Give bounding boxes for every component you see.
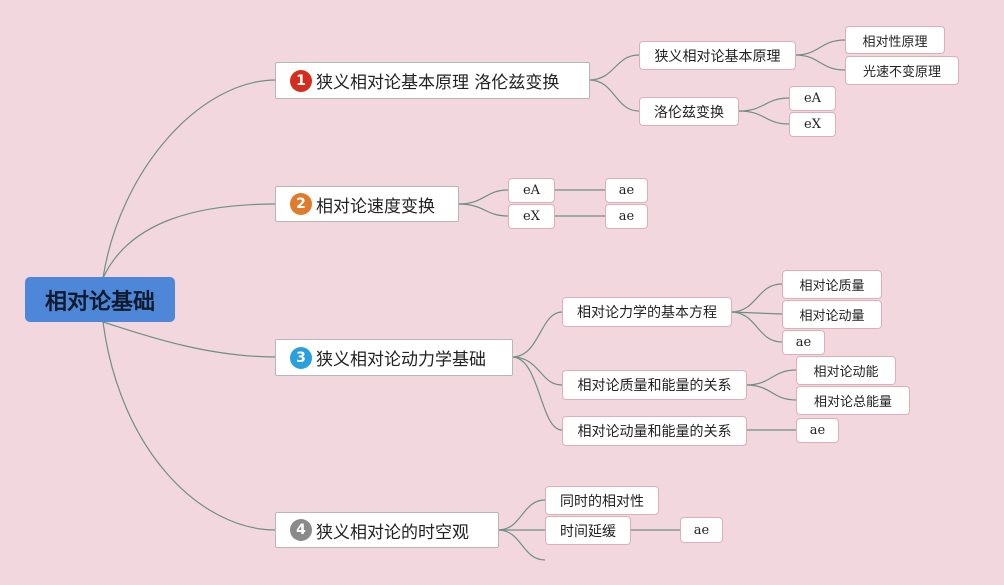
- subtopic-3-2-label: 相对论质量和能量的关系: [577, 378, 732, 394]
- leaf-2-2-1[interactable]: ae: [605, 204, 648, 229]
- leaf-2-1-1-label: ae: [618, 183, 635, 198]
- number-2-icon: 2: [290, 193, 312, 215]
- leaf-3-2-2[interactable]: 相对论总能量: [796, 386, 910, 415]
- branch-topic-4[interactable]: 4 狭义相对论的时空观: [275, 512, 499, 548]
- subtopic-4-2-label: 时间延缓: [560, 523, 616, 540]
- subtopic-1-2-label: 洛伦兹变换: [654, 104, 724, 121]
- leaf-3-1-3-label: ae: [795, 335, 812, 350]
- number-3-icon: 3: [290, 346, 312, 369]
- subtopic-4-1-label: 同时的相对性: [560, 493, 644, 510]
- branch-topic-3[interactable]: 3 狭义相对论动力学基础: [275, 339, 513, 376]
- leaf-3-2-1-label: 相对论动能: [813, 365, 879, 380]
- leaf-3-2-2-label: 相对论总能量: [813, 395, 892, 410]
- subtopic-3-1-label: 相对论力学的基本方程: [577, 305, 717, 321]
- subtopic-4-1[interactable]: 同时的相对性: [545, 486, 659, 515]
- branch-topic-2[interactable]: 2 相对论速度变换: [275, 186, 459, 222]
- leaf-3-3-1[interactable]: ae: [796, 418, 839, 443]
- leaf-3-1-3[interactable]: ae: [782, 330, 825, 355]
- branch-topic-2-label: 相对论速度变换: [316, 196, 435, 217]
- number-4-icon: 4: [290, 519, 312, 541]
- leaf-1-2-2[interactable]: eX: [789, 112, 836, 137]
- leaf-4-2-1-label: ae: [693, 522, 710, 538]
- leaf-4-2-1[interactable]: ae: [680, 517, 723, 543]
- subtopic-3-1[interactable]: 相对论力学的基本方程: [562, 297, 732, 327]
- subtopic-1-1-label: 狭义相对论基本原理: [654, 48, 781, 65]
- number-1-icon: 1: [290, 69, 312, 92]
- branch-topic-3-label: 狭义相对论动力学基础: [316, 350, 486, 370]
- leaf-1-1-1[interactable]: 相对性原理: [845, 26, 945, 54]
- leaf-3-1-1[interactable]: 相对论质量: [782, 270, 882, 299]
- subtopic-1-1[interactable]: 狭义相对论基本原理: [639, 41, 796, 70]
- leaf-1-1-2[interactable]: 光速不变原理: [845, 56, 959, 85]
- leaf-1-2-2-label: eX: [804, 117, 821, 132]
- branch-topic-1-label: 狭义相对论基本原理 洛伦兹变换: [316, 73, 560, 93]
- root-topic[interactable]: 相对论基础: [25, 277, 175, 322]
- leaf-1-2-1[interactable]: eA: [789, 86, 836, 111]
- subtopic-2-2-label: eX: [523, 209, 540, 224]
- subtopic-2-1-label: eA: [522, 183, 541, 198]
- subtopic-2-2[interactable]: eX: [508, 204, 555, 229]
- leaf-3-3-1-label: ae: [809, 423, 826, 438]
- subtopic-3-3[interactable]: 相对论动量和能量的关系: [562, 416, 747, 446]
- branch-topic-1[interactable]: 1 狭义相对论基本原理 洛伦兹变换: [275, 62, 590, 99]
- root-topic-label: 相对论基础: [44, 289, 155, 315]
- leaf-3-1-2[interactable]: 相对论动量: [782, 300, 882, 329]
- leaf-1-1-1-label: 相对性原理: [862, 34, 928, 50]
- subtopic-1-2[interactable]: 洛伦兹变换: [639, 97, 739, 126]
- branch-topic-4-label: 狭义相对论的时空观: [316, 522, 469, 543]
- leaf-2-2-1-label: ae: [618, 209, 635, 224]
- leaf-2-1-1[interactable]: ae: [605, 178, 648, 203]
- subtopic-3-3-label: 相对论动量和能量的关系: [577, 424, 732, 440]
- leaf-3-2-1[interactable]: 相对论动能: [796, 356, 896, 385]
- leaf-1-2-1-label: eA: [803, 91, 822, 106]
- leaf-3-1-2-label: 相对论动量: [799, 309, 865, 324]
- leaf-3-1-1-label: 相对论质量: [799, 279, 865, 294]
- leaf-1-1-2-label: 光速不变原理: [862, 65, 941, 80]
- subtopic-4-2[interactable]: 时间延缓: [545, 516, 631, 545]
- subtopic-3-2[interactable]: 相对论质量和能量的关系: [562, 370, 747, 400]
- subtopic-2-1[interactable]: eA: [508, 178, 555, 203]
